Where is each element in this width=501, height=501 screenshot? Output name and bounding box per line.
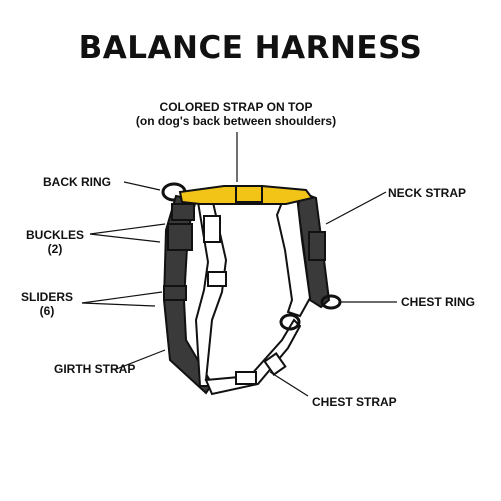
leader-back-ring — [123, 181, 161, 191]
label-sliders: SLIDERS (6) — [14, 290, 80, 318]
leader-slider-1 — [81, 291, 163, 304]
leader-chest-strap — [269, 371, 309, 397]
label-buckles-text: BUCKLES — [25, 228, 84, 242]
chest-ring — [320, 294, 342, 310]
buckle-center — [203, 215, 221, 243]
label-chest-ring: CHEST RING — [401, 295, 476, 309]
neck-strap-slider — [308, 231, 326, 261]
lower-chest-ring — [279, 313, 301, 331]
label-sliders-count: (6) — [39, 304, 55, 318]
leader-buckle-2 — [89, 233, 161, 243]
top-strap-slider — [235, 185, 263, 203]
leader-girth-strap — [113, 349, 166, 371]
leader-neck-strap — [325, 191, 387, 225]
slider-4 — [263, 352, 287, 376]
diagram-title: BALANCE HARNESS — [78, 30, 423, 66]
label-back-ring: BACK RING — [43, 175, 111, 189]
label-girth-strap: GIRTH STRAP — [54, 362, 136, 376]
label-colored-strap: COLORED STRAP ON TOP (on dog's back betw… — [120, 100, 352, 128]
label-buckles: BUCKLES (2) — [22, 228, 88, 256]
label-chest-strap: CHEST STRAP — [312, 395, 397, 409]
label-colored-strap-line2: (on dog's back between shoulders) — [135, 114, 337, 128]
slider-2 — [207, 271, 227, 287]
leader-lines — [81, 132, 397, 397]
slider-3 — [235, 371, 257, 385]
slider-1 — [163, 285, 187, 301]
buckle-2 — [167, 223, 193, 251]
buckle-1 — [171, 203, 195, 221]
leader-buckle-1 — [89, 223, 166, 235]
leader-slider-2 — [81, 302, 156, 307]
right-white-strap — [275, 194, 312, 318]
label-sliders-text: SLIDERS — [20, 290, 73, 304]
label-colored-strap-line1: COLORED STRAP ON TOP — [159, 100, 313, 114]
label-neck-strap: NECK STRAP — [388, 186, 467, 200]
label-buckles-count: (2) — [47, 242, 63, 256]
